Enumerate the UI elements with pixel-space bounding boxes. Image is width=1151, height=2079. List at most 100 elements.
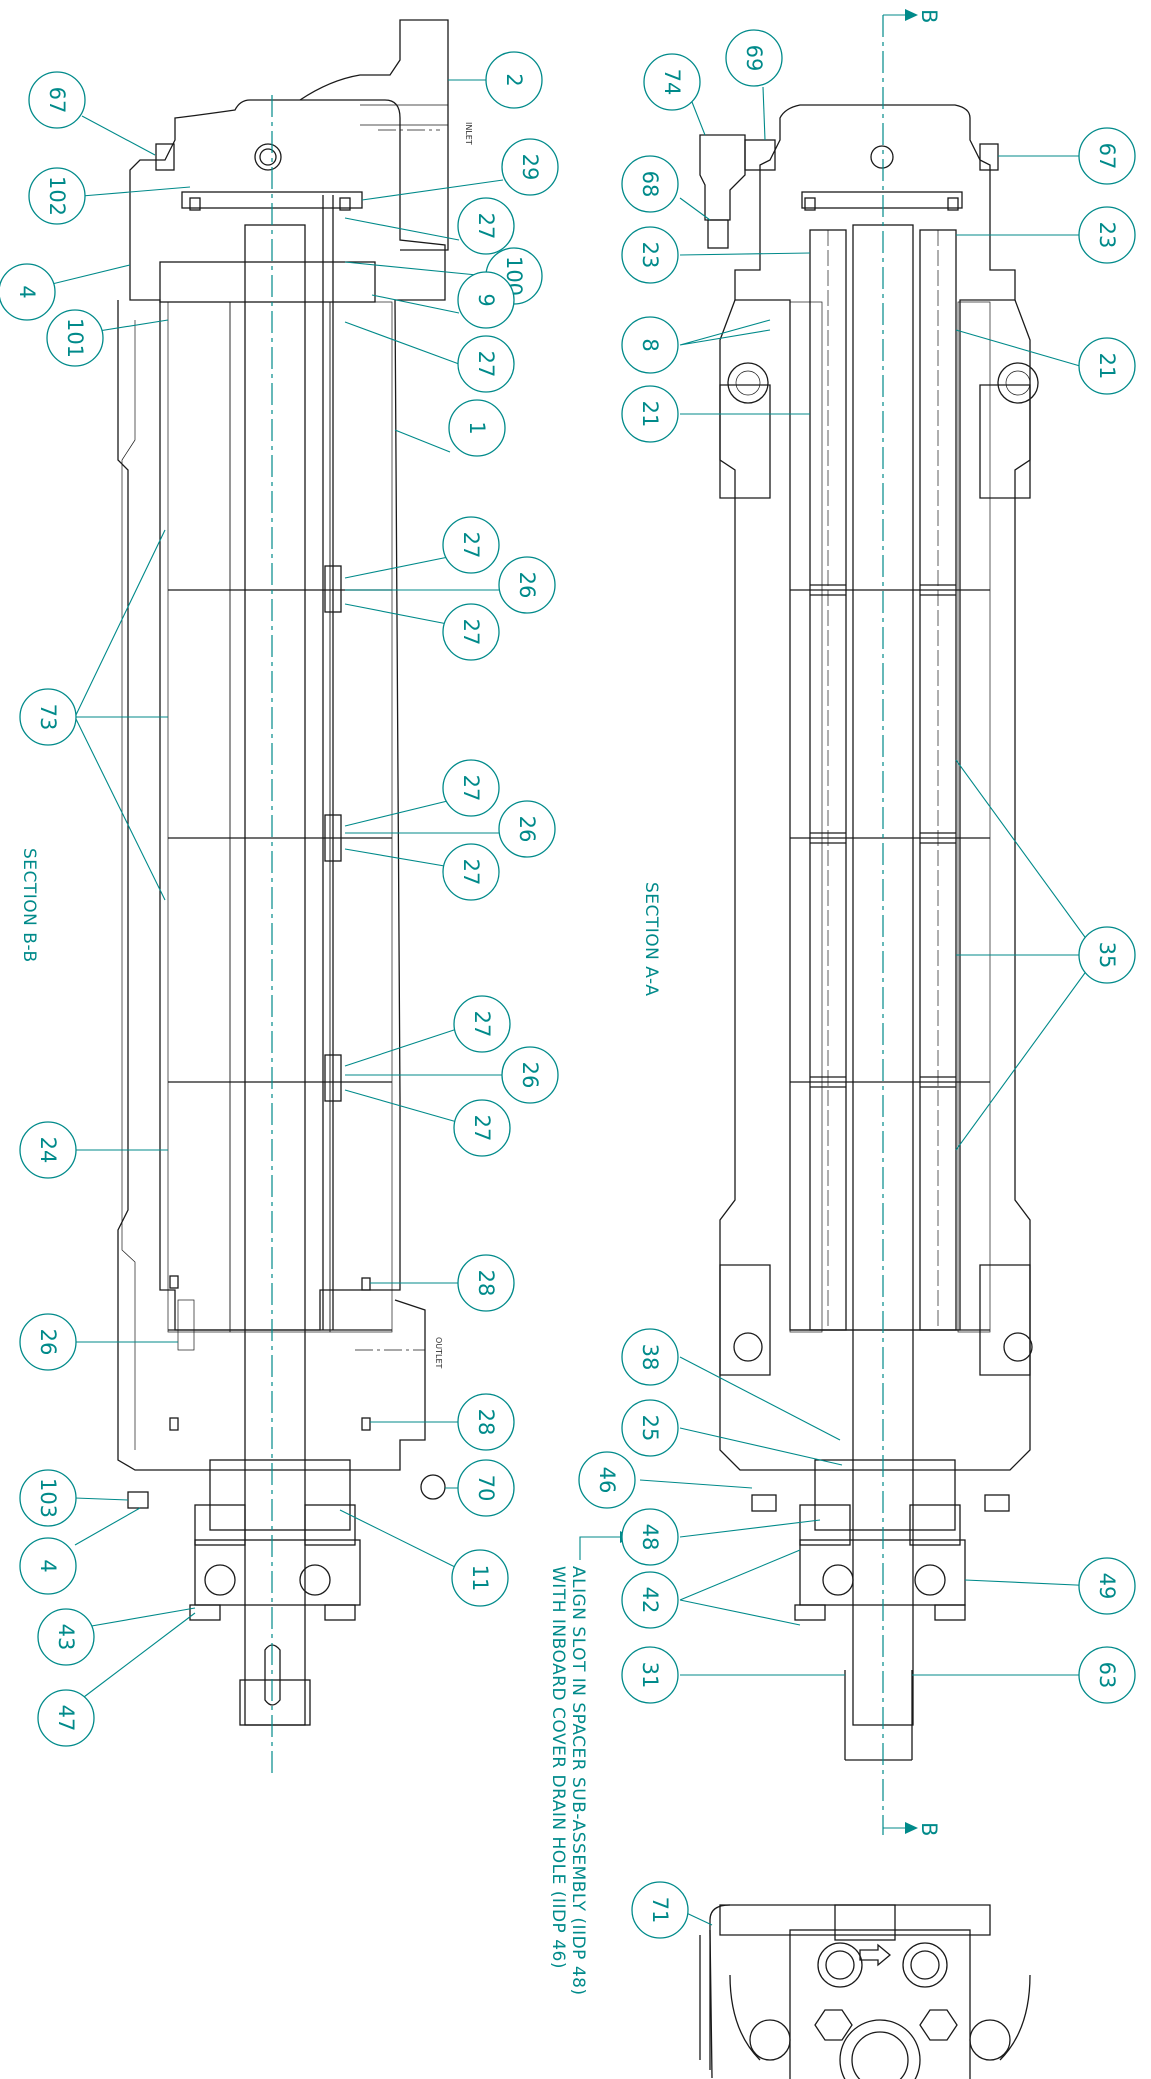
svg-text:26: 26	[518, 1062, 542, 1089]
balloon: 43	[37, 1608, 95, 1666]
svg-text:68: 68	[638, 171, 662, 198]
svg-text:23: 23	[1095, 222, 1119, 249]
balloon: 27	[453, 995, 511, 1053]
balloon: 28	[457, 1393, 515, 1451]
balloon: 2	[485, 51, 543, 109]
svg-text:74: 74	[660, 69, 684, 96]
balloon: 24	[19, 1121, 77, 1179]
section-aa-title: SECTION A-A	[641, 882, 661, 996]
svg-text:42: 42	[638, 1587, 662, 1614]
balloon: 23	[621, 226, 679, 284]
svg-text:28: 28	[474, 1270, 498, 1297]
svg-text:69: 69	[742, 45, 766, 72]
balloon: 27	[442, 843, 500, 901]
svg-text:38: 38	[638, 1344, 662, 1371]
section-bb-view: INLET OUTLET SECTION B-B	[19, 19, 473, 1775]
balloon: 23	[1078, 206, 1136, 264]
svg-text:71: 71	[648, 1897, 672, 1924]
svg-text:1: 1	[465, 421, 489, 434]
balloon: 71	[631, 1881, 689, 1939]
balloon: 102	[28, 167, 86, 225]
balloon: 26	[501, 1046, 559, 1104]
svg-text:27: 27	[474, 351, 498, 378]
svg-text:101: 101	[63, 318, 87, 358]
balloon: 38	[621, 1328, 679, 1386]
balloon: 70	[457, 1459, 515, 1517]
balloon: 27	[457, 197, 515, 255]
balloon: 27	[457, 335, 515, 393]
svg-text:8: 8	[638, 338, 662, 351]
balloon: 4	[0, 263, 56, 321]
svg-text:31: 31	[638, 1662, 662, 1689]
balloon: 11	[451, 1549, 509, 1607]
balloon: 25	[621, 1399, 679, 1457]
svg-text:23: 23	[638, 242, 662, 269]
svg-text:27: 27	[459, 532, 483, 559]
balloon: 73	[19, 688, 77, 746]
balloon: 67	[1078, 127, 1136, 185]
note-line1: ALIGN SLOT IN SPACER SUB-ASSEMBLY (IIDP …	[568, 1566, 588, 1996]
svg-text:73: 73	[36, 704, 60, 731]
svg-text:26: 26	[36, 1329, 60, 1356]
balloon: 67	[28, 71, 86, 129]
svg-text:49: 49	[1095, 1573, 1119, 1600]
outlet-label: OUTLET	[434, 1337, 443, 1369]
note-line2: WITH INBOARD COVER DRAIN HOLE (IIDP 46)	[548, 1566, 568, 1969]
balloon: 8	[621, 316, 679, 374]
svg-text:2: 2	[502, 73, 526, 86]
svg-text:11: 11	[468, 1565, 492, 1592]
balloon: 26	[498, 556, 556, 614]
svg-text:26: 26	[515, 816, 539, 843]
svg-text:27: 27	[459, 619, 483, 646]
cut-letter-bottom: B	[917, 1822, 941, 1836]
svg-text:9: 9	[474, 293, 498, 306]
svg-text:4: 4	[36, 1559, 60, 1572]
balloon: 9	[457, 271, 515, 329]
svg-text:48: 48	[638, 1524, 662, 1551]
svg-text:103: 103	[36, 1478, 60, 1518]
balloon: 21	[621, 385, 679, 443]
section-bb-title: SECTION B-B	[19, 848, 39, 963]
svg-text:29: 29	[518, 154, 542, 181]
svg-text:28: 28	[474, 1409, 498, 1436]
svg-text:27: 27	[470, 1011, 494, 1038]
balloon: 101	[46, 309, 104, 367]
svg-text:27: 27	[459, 775, 483, 802]
svg-text:26: 26	[515, 572, 539, 599]
balloon: 1	[448, 399, 506, 457]
balloon: 69	[725, 29, 783, 87]
svg-text:43: 43	[54, 1624, 78, 1651]
svg-text:27: 27	[459, 859, 483, 886]
balloon: 63	[1078, 1646, 1136, 1704]
svg-text:46: 46	[595, 1467, 619, 1494]
balloon: 35	[1078, 926, 1136, 984]
cut-letter-top: B	[917, 9, 941, 23]
balloon: 103	[19, 1469, 77, 1527]
svg-text:35: 35	[1095, 942, 1119, 969]
balloon: 27	[442, 759, 500, 817]
balloon: 31	[621, 1646, 679, 1704]
balloon: 46	[578, 1451, 636, 1509]
balloon: 27	[442, 516, 500, 574]
svg-text:47: 47	[54, 1705, 78, 1732]
balloon: 27	[453, 1099, 511, 1157]
svg-text:63: 63	[1095, 1662, 1119, 1689]
assembly-note: ALIGN SLOT IN SPACER SUB-ASSEMBLY (IIDP …	[548, 1531, 632, 1996]
svg-text:21: 21	[1095, 353, 1119, 380]
balloon: 74	[643, 53, 701, 111]
inlet-label: INLET	[464, 122, 473, 145]
balloon: 26	[498, 800, 556, 858]
balloon: 48	[621, 1508, 679, 1566]
balloon: 4	[19, 1537, 77, 1595]
svg-text:21: 21	[638, 401, 662, 428]
svg-text:24: 24	[36, 1137, 60, 1164]
balloon: 29	[501, 138, 559, 196]
balloon: 68	[621, 155, 679, 213]
balloon: 47	[37, 1689, 95, 1747]
balloon: 27	[442, 603, 500, 661]
svg-text:27: 27	[474, 213, 498, 240]
svg-text:4: 4	[15, 285, 39, 298]
balloon: 42	[621, 1571, 679, 1629]
balloons-bb: 67 102 4 101 2 29 27 100 9 27 1 27 26 27…	[0, 51, 559, 1747]
